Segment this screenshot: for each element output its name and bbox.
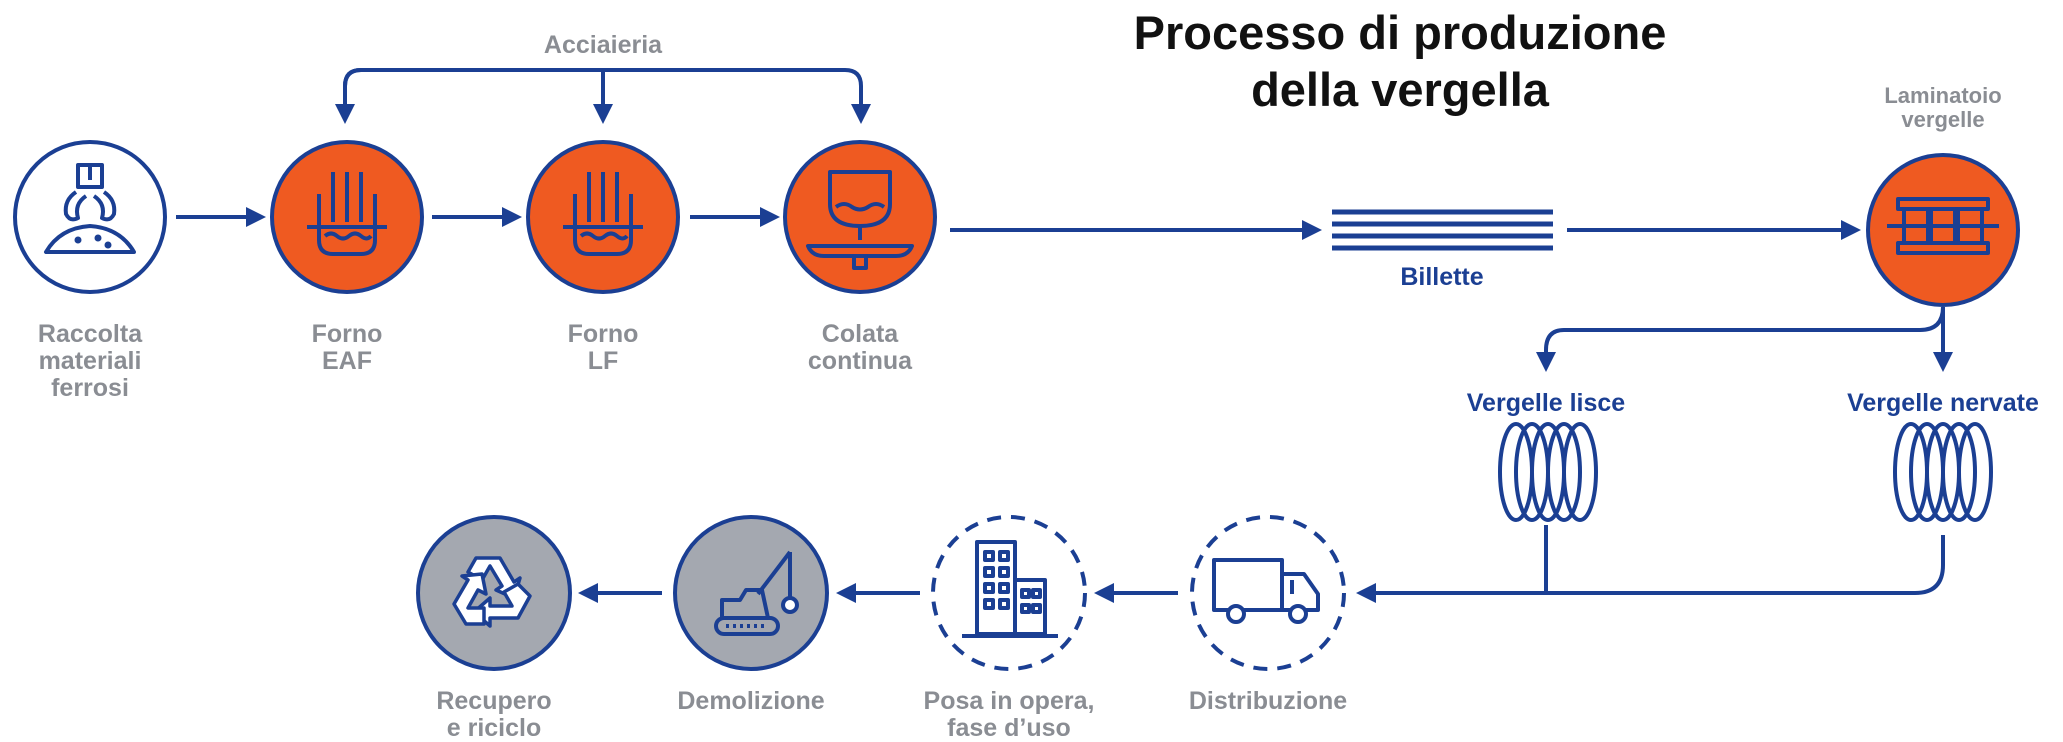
- node-recupero: [416, 515, 572, 671]
- node-colata: [783, 140, 937, 294]
- acciaieria-label: Acciaieria: [543, 31, 663, 59]
- billets-icon: [1332, 209, 1553, 251]
- furnace-icon: [307, 172, 387, 256]
- buildings-icon: [962, 540, 1058, 638]
- page-title: Processo di produzione della vergella: [1133, 6, 1667, 117]
- excavator-icon: [714, 550, 799, 636]
- billette-label: Billette: [1400, 263, 1484, 291]
- node-forno-eaf: [270, 140, 424, 294]
- furnace-icon: [563, 172, 643, 256]
- forno-eaf-label: Forno EAF: [311, 320, 383, 375]
- node-distribuzione: [1190, 515, 1346, 671]
- laminatoio-label: Laminatoio vergelle: [1884, 83, 2002, 132]
- rolling-mill-icon: [1887, 197, 1999, 255]
- coil-icon: [1498, 422, 1598, 522]
- acciaieria-bracket-start: [335, 68, 362, 124]
- node-posa: [931, 515, 1087, 671]
- forno-lf-label: Forno LF: [567, 320, 639, 375]
- connectors: [176, 68, 1953, 603]
- node-demolizione: [673, 515, 829, 671]
- raccolta-label: Raccolta materiali ferrosi: [37, 320, 143, 402]
- recycle-icon: [452, 556, 532, 628]
- arrow-to-distribuzione: [1356, 535, 1945, 603]
- distribuzione-label: Distribuzione: [1188, 687, 1348, 715]
- truck-icon: [1212, 558, 1320, 624]
- colata-label: Colata continua: [807, 320, 913, 375]
- recupero-label: Recupero e riciclo: [436, 687, 552, 742]
- node-raccolta: [13, 140, 167, 294]
- posa-label: Posa in opera, fase d’uso: [923, 687, 1095, 742]
- scrap-grabber-icon: [44, 163, 136, 254]
- vergelle-lisce-label: Vergelle lisce: [1466, 389, 1626, 417]
- vergelle-nervate-label: Vergelle nervate: [1847, 389, 2039, 417]
- demolizione-label: Demolizione: [677, 687, 825, 715]
- arrow-laminatoio-lisce: [1536, 306, 1945, 372]
- node-laminatoio: [1866, 153, 2020, 307]
- node-forno-lf: [526, 140, 680, 294]
- ladle-casting-icon: [806, 170, 914, 270]
- coil-icon: [1893, 422, 1993, 522]
